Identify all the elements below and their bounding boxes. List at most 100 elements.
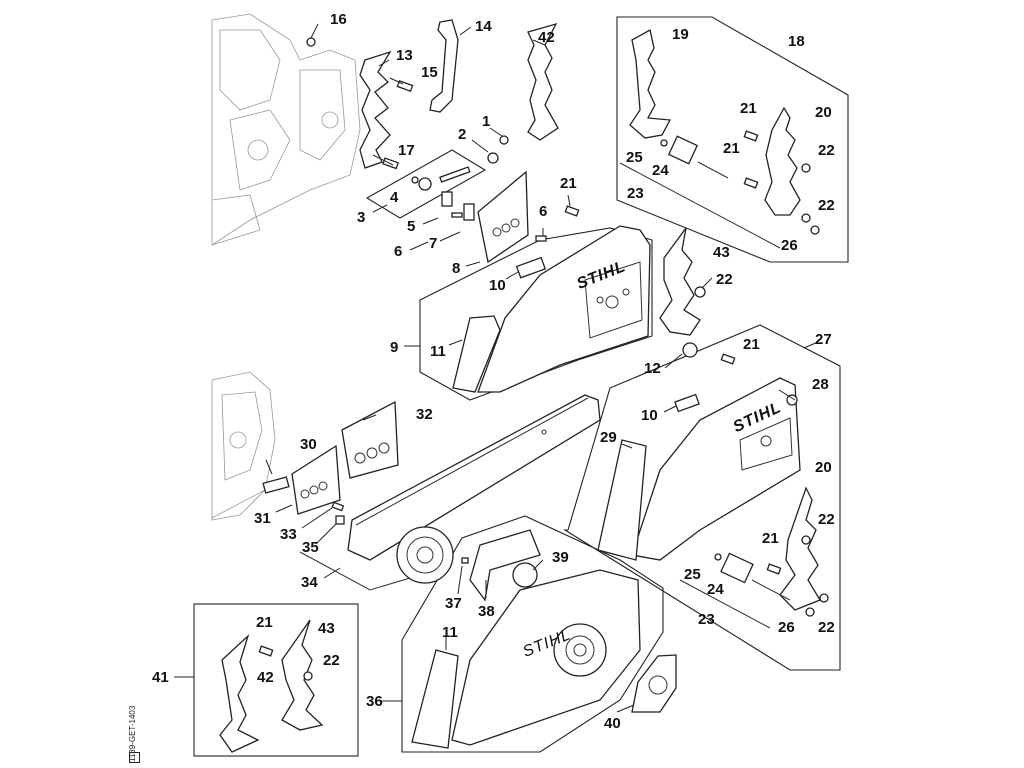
bumper-spike-42-top <box>527 22 559 141</box>
bumper-spike-13 <box>359 50 392 169</box>
callout-30: 30 <box>300 436 317 453</box>
callout-34: 34 <box>301 574 318 591</box>
callout-42-b: 42 <box>257 669 274 686</box>
callout-12: 12 <box>644 360 661 377</box>
callout-43-b: 43 <box>318 620 335 637</box>
slider-30 <box>262 476 290 494</box>
bumper-spike-43-lower <box>281 619 324 731</box>
engine-housing-lower <box>211 371 276 521</box>
kit-3-frame <box>365 149 487 219</box>
kit-23-frame-b <box>679 579 771 629</box>
chain-catcher-11-top <box>452 315 501 393</box>
callout-24-b: 24 <box>707 581 724 598</box>
callout-6-b: 6 <box>539 203 548 220</box>
engine-housing-upper <box>211 13 361 246</box>
slider-10-lower <box>674 393 700 413</box>
kit-9-frame <box>419 227 653 401</box>
sprocket-cover-27 <box>631 377 801 561</box>
callout-39: 39 <box>552 549 569 566</box>
bumper-spike-43 <box>659 227 701 336</box>
callout-11-a: 11 <box>430 343 446 360</box>
callout-40: 40 <box>604 715 621 732</box>
kit-27-hardware <box>714 535 829 617</box>
callout-21-d: 21 <box>743 336 760 353</box>
callout-21-b: 21 <box>723 140 740 157</box>
callout-10-b: 10 <box>641 407 658 424</box>
callout-22-e: 22 <box>818 619 835 636</box>
bumper-spike-20-upper <box>764 106 801 216</box>
callout-4: 4 <box>390 189 399 206</box>
callout-1: 1 <box>482 113 491 130</box>
callout-38: 38 <box>478 603 495 620</box>
bumper-spike-42-lower <box>219 633 260 753</box>
kit-18-frame <box>616 16 849 263</box>
callout-9: 9 <box>390 339 399 356</box>
kit-18-hardware <box>660 130 820 235</box>
callout-22-c: 22 <box>716 271 733 288</box>
chain-catcher-11-lower <box>411 649 459 749</box>
kit-36-frame <box>401 515 664 753</box>
callout-42-a: 42 <box>538 29 555 46</box>
callout-35: 35 <box>302 539 319 556</box>
callout-29: 29 <box>600 429 617 446</box>
sprocket-cover-9 <box>477 225 651 393</box>
slider-10-top <box>515 256 547 279</box>
callout-24-a: 24 <box>652 162 669 179</box>
sprocket-cover-36 <box>451 569 641 746</box>
callout-27: 27 <box>815 331 832 348</box>
callout-26-a: 26 <box>781 237 798 254</box>
kit-41-frame <box>193 603 359 757</box>
callout-11-b: 11 <box>442 624 458 641</box>
side-plate-31 <box>291 444 341 515</box>
sprocket-wheel <box>396 526 454 584</box>
callout-leaders <box>174 23 819 713</box>
callout-18: 18 <box>788 33 805 50</box>
chain-catcher-29 <box>597 439 647 561</box>
callout-16: 16 <box>330 11 347 28</box>
plate-38 <box>469 529 541 602</box>
callout-26-b: 26 <box>778 619 795 636</box>
callout-15: 15 <box>421 64 438 81</box>
callout-36: 36 <box>366 693 383 710</box>
side-plate-8 <box>477 170 529 264</box>
callout-22-b: 22 <box>818 197 835 214</box>
kit-34-frame <box>299 551 421 591</box>
callout-37: 37 <box>445 595 462 612</box>
callout-31: 31 <box>254 510 271 527</box>
callout-21-f: 21 <box>256 614 273 631</box>
small-hardware-top <box>306 37 706 358</box>
star-sprocket-39 <box>512 562 538 588</box>
callout-28: 28 <box>812 376 829 393</box>
callout-20-a: 20 <box>815 104 832 121</box>
callout-22-a: 22 <box>818 142 835 159</box>
callout-22-d: 22 <box>818 511 835 528</box>
handle-bar-14 <box>429 19 459 113</box>
callout-21-a: 21 <box>740 100 757 117</box>
callout-21-e: 21 <box>762 530 779 547</box>
callout-41: 41 <box>152 669 169 686</box>
callout-7: 7 <box>429 235 438 252</box>
side-plate-32 <box>341 400 399 479</box>
callout-5: 5 <box>407 218 416 235</box>
callout-25-a: 25 <box>626 149 643 166</box>
bumper-spike-19 <box>629 29 672 139</box>
guide-bar-34 <box>347 394 601 561</box>
callout-10-a: 10 <box>489 277 506 294</box>
kit-27-frame <box>563 324 841 671</box>
callout-23-a: 23 <box>627 185 644 202</box>
callout-2: 2 <box>458 126 467 143</box>
callout-32: 32 <box>416 406 433 423</box>
callout-13: 13 <box>396 47 413 64</box>
callout-19: 19 <box>672 26 689 43</box>
callout-43-a: 43 <box>713 244 730 261</box>
callout-8: 8 <box>452 260 461 277</box>
bumper-spike-20-lower <box>779 486 821 611</box>
callout-25-b: 25 <box>684 566 701 583</box>
callout-22-f: 22 <box>323 652 340 669</box>
callout-23-b: 23 <box>698 611 715 628</box>
callout-14: 14 <box>475 18 492 35</box>
callout-20-b: 20 <box>815 459 832 476</box>
sprocket-cover-40 <box>631 654 677 713</box>
